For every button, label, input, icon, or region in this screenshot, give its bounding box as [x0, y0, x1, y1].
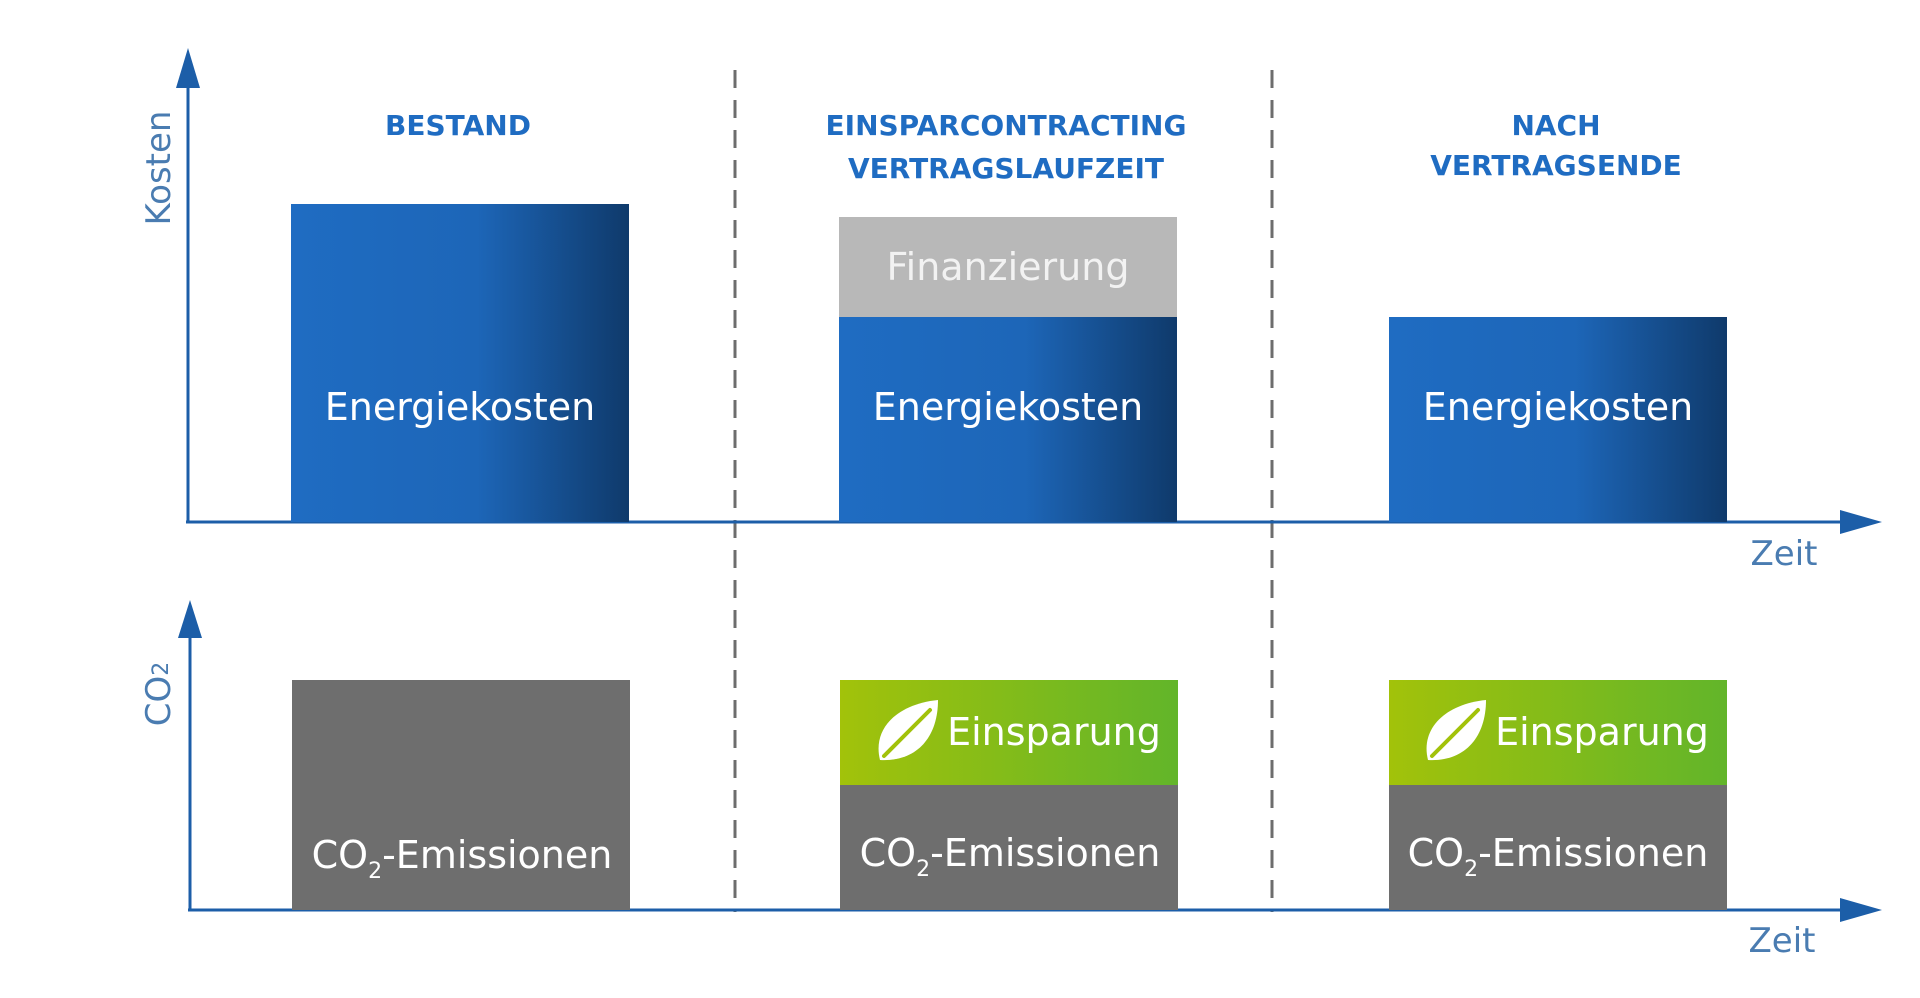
emissions-bar-after: [1389, 785, 1727, 910]
bottom-x-axis-label: Zeit: [1749, 921, 1816, 961]
energy-cost-bar-bestand: [291, 204, 629, 522]
bottom-y-axis-label: CO2: [139, 662, 179, 727]
phase-headings: BESTAND EINSPARCONTRACTING VERTRAGSLAUFZ…: [385, 109, 1682, 185]
emissions-label-bestand: CO2-Emissionen: [312, 833, 613, 884]
emissions-label-contracting: CO2-Emissionen: [860, 831, 1161, 882]
energy-cost-bar-contracting: [839, 317, 1177, 522]
emissions-bar-bestand: [292, 680, 630, 910]
phase-heading-contracting-line2: VERTRAGSLAUFZEIT: [848, 152, 1164, 185]
top-y-axis-label: Kosten: [139, 111, 179, 226]
energy-cost-bar-after: [1389, 317, 1727, 522]
leaf-icon: [878, 700, 938, 761]
top-x-arrow-icon: [1840, 510, 1882, 534]
phase-heading-after-line1: NACH: [1511, 109, 1600, 142]
phase-heading-bestand: BESTAND: [385, 109, 531, 142]
emissions-bar-contracting: [840, 785, 1178, 910]
financing-bar-contracting: [839, 217, 1177, 317]
energy-cost-label-contracting: Energiekosten: [873, 385, 1144, 429]
top-y-arrow-icon: [176, 48, 200, 88]
savings-label-after: Einsparung: [1495, 710, 1709, 754]
emissions-label-after: CO2-Emissionen: [1408, 831, 1709, 882]
top-x-axis-label: Zeit: [1751, 534, 1818, 574]
energy-cost-label-bestand: Energiekosten: [325, 385, 596, 429]
leaf-icon: [1426, 700, 1486, 761]
bottom-y-arrow-icon: [178, 600, 202, 638]
co2-bars: CO2-Emissionen Einsparung CO2-Emissionen…: [292, 680, 1727, 910]
savings-label-contracting: Einsparung: [947, 710, 1161, 754]
cost-bars: Energiekosten Finanzierung Energiekosten…: [291, 204, 1727, 522]
bottom-x-arrow-icon: [1840, 898, 1882, 922]
financing-label: Finanzierung: [887, 245, 1130, 289]
phase-heading-contracting-line1: EINSPARCONTRACTING: [826, 109, 1187, 142]
energy-cost-label-after: Energiekosten: [1423, 385, 1694, 429]
phase-heading-after-line2: VERTRAGSENDE: [1430, 149, 1682, 182]
